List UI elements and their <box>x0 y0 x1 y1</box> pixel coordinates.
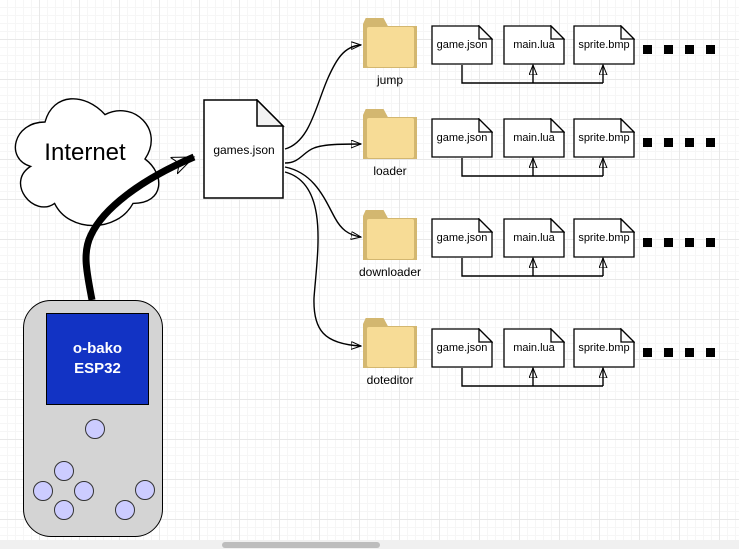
file-document[interactable]: sprite.bmp <box>573 118 635 158</box>
page-fold-icon <box>550 118 565 133</box>
file-document[interactable]: game.json <box>431 25 493 65</box>
file-doc-label: game.json <box>436 342 488 354</box>
ellipsis-dot <box>643 45 652 54</box>
file-doc-label: sprite.bmp <box>578 232 630 244</box>
page-fold-icon <box>620 328 635 343</box>
hub-doc-label: games.json <box>213 142 275 157</box>
file-document[interactable]: sprite.bmp <box>573 328 635 368</box>
dpad-right-button <box>74 481 94 501</box>
ellipsis-dot <box>643 238 652 247</box>
file-document[interactable]: sprite.bmp <box>573 25 635 65</box>
ellipsis-dot <box>664 348 673 357</box>
page-fold-icon <box>256 98 285 127</box>
file-document[interactable]: sprite.bmp <box>573 218 635 258</box>
device-screen: o-bako ESP32 <box>46 313 149 405</box>
folder-icon[interactable] <box>363 18 417 68</box>
ellipsis-dot <box>706 238 715 247</box>
page-fold-icon <box>550 25 565 40</box>
ellipsis-dots <box>643 238 715 247</box>
page-fold-icon <box>478 328 493 343</box>
file-doc-label: sprite.bmp <box>578 132 630 144</box>
ellipsis-dots <box>643 45 715 54</box>
dpad-down-button <box>54 500 74 520</box>
folder-label: loader <box>373 164 407 178</box>
horizontal-scrollbar-track[interactable] <box>0 540 739 549</box>
game-group-row: doteditor game.json main.lua sprite.bmp <box>363 318 739 398</box>
device-to-hub-arrow[interactable] <box>82 153 196 301</box>
esp32-device[interactable]: o-bako ESP32 <box>23 300 163 537</box>
page-fold-icon <box>478 218 493 233</box>
dpad-up-button <box>54 461 74 481</box>
device-screen-line2: ESP32 <box>74 360 121 377</box>
folder-icon[interactable] <box>363 109 417 159</box>
ellipsis-dot <box>685 348 694 357</box>
file-connector[interactable] <box>461 158 603 177</box>
dpad-left-button <box>33 481 53 501</box>
game-group-row: loader game.json main.lua sprite.bmp <box>363 109 739 189</box>
file-document[interactable]: main.lua <box>503 218 565 258</box>
b-button <box>115 500 135 520</box>
file-connector[interactable] <box>461 65 603 84</box>
ellipsis-dot <box>685 238 694 247</box>
file-doc-label: main.lua <box>513 132 555 144</box>
folder-icon[interactable] <box>363 318 417 368</box>
ellipsis-dot <box>643 138 652 147</box>
hub-to-loader-arrow[interactable] <box>284 144 361 164</box>
file-document[interactable]: main.lua <box>503 328 565 368</box>
page-fold-icon <box>620 218 635 233</box>
ellipsis-dot <box>706 138 715 147</box>
horizontal-scrollbar-thumb[interactable] <box>222 541 380 548</box>
ellipsis-dot <box>706 45 715 54</box>
file-doc-label: game.json <box>436 232 488 244</box>
ellipsis-dot <box>664 238 673 247</box>
page-fold-icon <box>478 25 493 40</box>
file-doc-label: main.lua <box>513 39 555 51</box>
game-group-row: jump game.json main.lua sprite.bmp <box>363 18 739 98</box>
file-connector[interactable] <box>461 258 603 277</box>
file-document[interactable]: game.json <box>431 118 493 158</box>
ellipsis-dot <box>685 45 694 54</box>
hub-to-downloader-arrow[interactable] <box>284 166 361 237</box>
file-document[interactable]: game.json <box>431 218 493 258</box>
file-doc-label: game.json <box>436 132 488 144</box>
hub-to-doteditor-arrow[interactable] <box>284 171 361 346</box>
menu-button <box>85 419 105 439</box>
device-screen-line1: o-bako <box>72 340 123 357</box>
page-fold-icon <box>478 118 493 133</box>
file-document[interactable]: game.json <box>431 328 493 368</box>
games-json-document[interactable]: games.json <box>203 98 285 200</box>
file-doc-label: sprite.bmp <box>578 39 630 51</box>
file-connector[interactable] <box>461 368 603 387</box>
folder-icon[interactable] <box>363 210 417 260</box>
ellipsis-dot <box>664 138 673 147</box>
file-document[interactable]: main.lua <box>503 25 565 65</box>
page-fold-icon <box>550 218 565 233</box>
file-doc-label: main.lua <box>513 232 555 244</box>
folder-label: downloader <box>358 265 422 279</box>
ellipsis-dot <box>706 348 715 357</box>
hub-to-jump-arrow[interactable] <box>284 45 361 150</box>
file-doc-label: game.json <box>436 39 488 51</box>
ellipsis-dot <box>643 348 652 357</box>
internet-label: Internet <box>44 139 126 166</box>
ellipsis-dots <box>643 348 715 357</box>
page-fold-icon <box>550 328 565 343</box>
file-doc-label: sprite.bmp <box>578 342 630 354</box>
ellipsis-dot <box>664 45 673 54</box>
folder-label: doteditor <box>366 373 414 387</box>
file-document[interactable]: main.lua <box>503 118 565 158</box>
ellipsis-dots <box>643 138 715 147</box>
ellipsis-dot <box>685 138 694 147</box>
page-fold-icon <box>620 25 635 40</box>
folder-label: jump <box>376 73 403 87</box>
a-button <box>135 480 155 500</box>
page-fold-icon <box>620 118 635 133</box>
game-group-row: downloader game.json main.lua sprite.bmp <box>359 210 739 290</box>
file-doc-label: main.lua <box>513 342 555 354</box>
